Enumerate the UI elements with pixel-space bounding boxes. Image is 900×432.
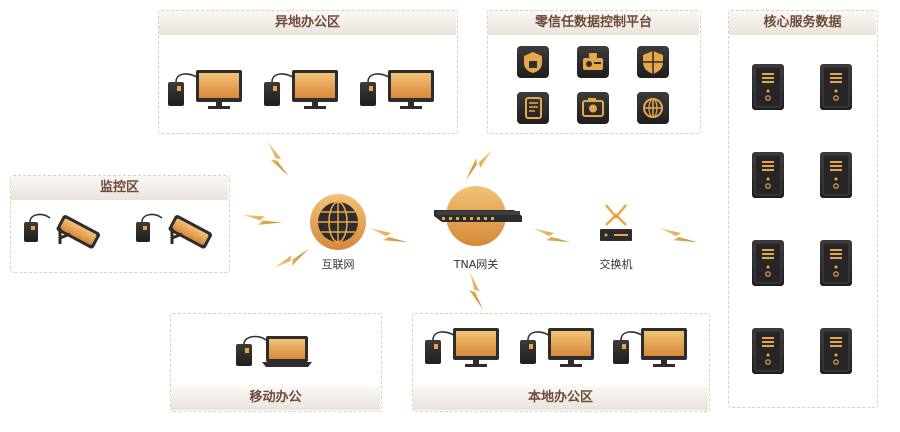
zone-mobile-office-title: 移动办公 bbox=[171, 386, 380, 410]
server-3 bbox=[751, 151, 785, 199]
local-workstation-2 bbox=[519, 327, 595, 368]
zone-remote-office: 异地办公区 bbox=[158, 10, 458, 134]
remote-workstation-1 bbox=[167, 69, 243, 110]
document-icon bbox=[517, 92, 549, 124]
zone-local-office: 本地办公区 bbox=[412, 313, 710, 412]
globe-icon bbox=[310, 194, 366, 250]
zone-zero-trust-title: 零信任数据控制平台 bbox=[488, 11, 699, 35]
gateway-icon bbox=[434, 186, 522, 246]
tna-gateway-label: TNA网关 bbox=[453, 258, 499, 271]
shield-lock-icon bbox=[517, 46, 549, 78]
zone-monitor: 监控区 bbox=[10, 175, 230, 273]
local-workstation-1 bbox=[424, 327, 500, 368]
local-workstation-3 bbox=[612, 327, 688, 368]
mobile-device bbox=[236, 335, 312, 367]
server-5 bbox=[751, 239, 785, 287]
camera-app-icon bbox=[577, 92, 609, 124]
server-8 bbox=[819, 327, 853, 375]
server-7 bbox=[751, 327, 785, 375]
lightning-icon bbox=[660, 217, 698, 253]
switch-icon bbox=[600, 204, 632, 241]
globe-target-icon bbox=[637, 92, 669, 124]
switch-label: 交换机 bbox=[599, 258, 633, 271]
zone-core-data: 核心服务数据 bbox=[728, 10, 878, 408]
lightning-icon bbox=[466, 150, 492, 180]
lightning-icon bbox=[370, 217, 408, 253]
lightning-icon bbox=[457, 272, 496, 310]
shield-icon bbox=[637, 46, 669, 78]
zone-remote-office-title: 异地办公区 bbox=[159, 11, 456, 35]
zone-zero-trust: 零信任数据控制平台 bbox=[487, 10, 701, 134]
zone-core-data-title: 核心服务数据 bbox=[729, 11, 876, 35]
lightning-icon bbox=[243, 200, 282, 238]
key-id-icon bbox=[577, 46, 609, 78]
camera-1 bbox=[22, 212, 103, 252]
server-6 bbox=[819, 239, 853, 287]
zone-monitor-title: 监控区 bbox=[11, 176, 228, 200]
lightning-icon bbox=[259, 142, 297, 176]
server-1 bbox=[751, 63, 785, 111]
zone-mobile-office: 移动办公 bbox=[170, 313, 382, 412]
server-2 bbox=[819, 63, 853, 111]
server-4 bbox=[819, 151, 853, 199]
internet-label: 互联网 bbox=[321, 258, 355, 271]
lightning-icon bbox=[533, 217, 571, 253]
remote-workstation-3 bbox=[359, 69, 435, 110]
remote-workstation-2 bbox=[263, 69, 339, 110]
camera-2 bbox=[134, 212, 215, 252]
lightning-icon bbox=[274, 239, 309, 277]
zone-local-office-title: 本地办公区 bbox=[413, 386, 708, 410]
